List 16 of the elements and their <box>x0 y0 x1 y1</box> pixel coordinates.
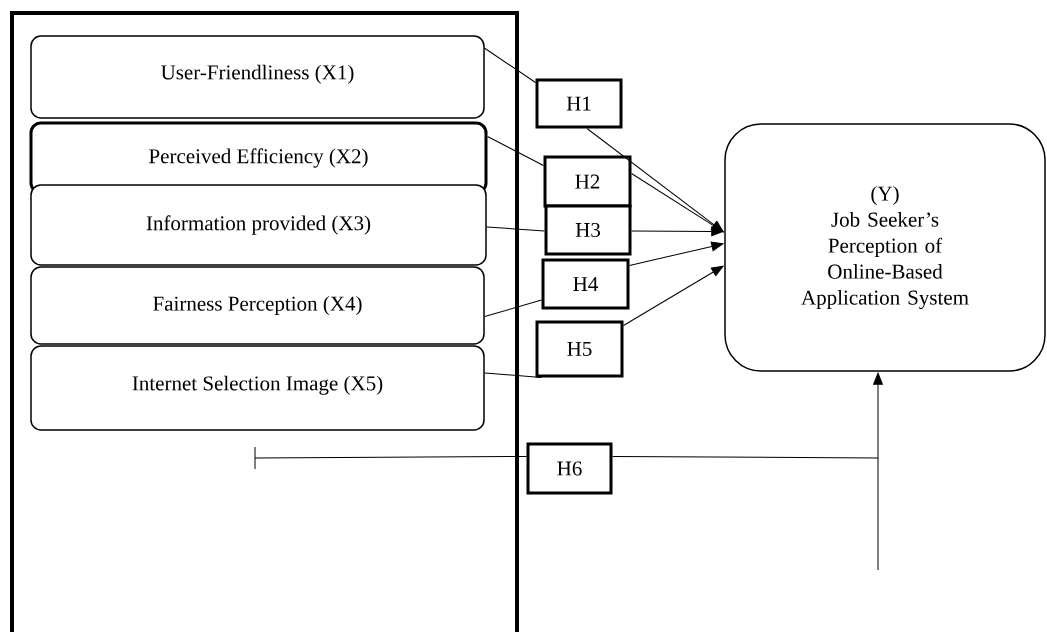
variable-box: Internet Selection Image (X5) <box>30 345 485 431</box>
hypothesis-box: H6 <box>526 442 613 495</box>
arrow <box>631 226 724 237</box>
group-frame <box>10 11 519 632</box>
hypothesis-box: H3 <box>544 204 632 256</box>
hypothesis-box: H4 <box>541 258 630 310</box>
hypothesis-box: H2 <box>543 155 632 208</box>
variable-box: User-Friendliness (X1) <box>30 35 485 119</box>
hypothesis-box: H1 <box>535 78 623 129</box>
arrow <box>623 265 724 326</box>
arrow <box>629 241 724 266</box>
variable-box: Information provided (X3) <box>30 184 487 266</box>
outcome-box: (Y) Job Seeker’s Perception of Online-Based Application System <box>724 123 1046 372</box>
variable-box: Fairness Perception (X4) <box>30 266 485 345</box>
hypothesis-box: H5 <box>535 320 624 378</box>
arrow <box>612 372 883 459</box>
